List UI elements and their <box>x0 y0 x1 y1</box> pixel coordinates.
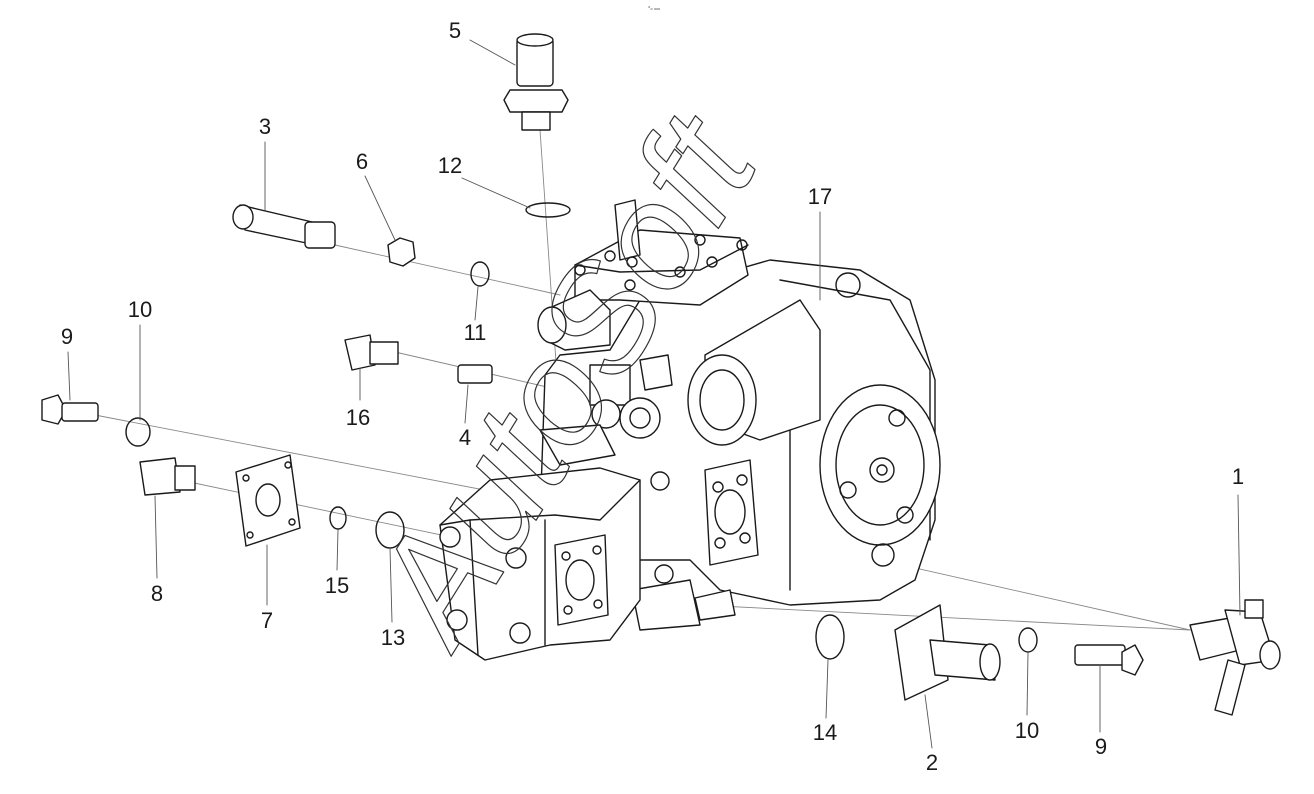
callout-14: 14 <box>812 720 838 745</box>
part-2-flange <box>894 604 1001 701</box>
part-10-washer-right <box>1018 627 1038 653</box>
part-15-o-ring <box>329 506 347 530</box>
part-5-hose-fitting <box>503 33 569 131</box>
callout-10-right: 10 <box>1014 718 1040 743</box>
part-10-washer-left <box>125 417 151 447</box>
part-3-tube <box>232 204 336 249</box>
callout-12: 12 <box>437 153 463 178</box>
callout-17: 17 <box>807 184 833 209</box>
part-16-fitting <box>344 334 399 371</box>
part-11-o-ring <box>470 261 490 287</box>
leader-lines <box>67 39 1241 749</box>
part-12-o-ring <box>525 202 571 218</box>
callout-3: 3 <box>258 114 272 139</box>
callout-8: 8 <box>150 581 164 606</box>
callout-1: 1 <box>1231 464 1245 489</box>
gear-pump <box>439 467 641 661</box>
callout-11: 11 <box>463 320 487 345</box>
part-6-nut <box>387 237 416 267</box>
part-7-flange <box>235 454 301 547</box>
callout-13: 13 <box>380 625 406 650</box>
part-9-bolt-left <box>41 394 99 425</box>
callout-4: 4 <box>458 425 472 450</box>
callout-5: 5 <box>448 18 462 43</box>
callout-9-right: 9 <box>1094 734 1108 759</box>
part-9-bolt-right <box>1074 644 1144 676</box>
part-4-fitting <box>457 364 493 384</box>
part-8-fitting <box>139 457 196 496</box>
part-14-o-ring <box>815 614 845 660</box>
callout-9-left: 9 <box>60 324 74 349</box>
part-1-tee-fitting <box>1189 599 1281 716</box>
header-mark: °₀ ₀₀₀ <box>648 6 661 12</box>
callout-7: 7 <box>260 608 274 633</box>
callout-6: 6 <box>355 149 369 174</box>
callout-2: 2 <box>925 750 939 775</box>
callout-15: 15 <box>324 573 350 598</box>
callout-10-left: 10 <box>127 297 153 322</box>
callout-16: 16 <box>345 405 371 430</box>
